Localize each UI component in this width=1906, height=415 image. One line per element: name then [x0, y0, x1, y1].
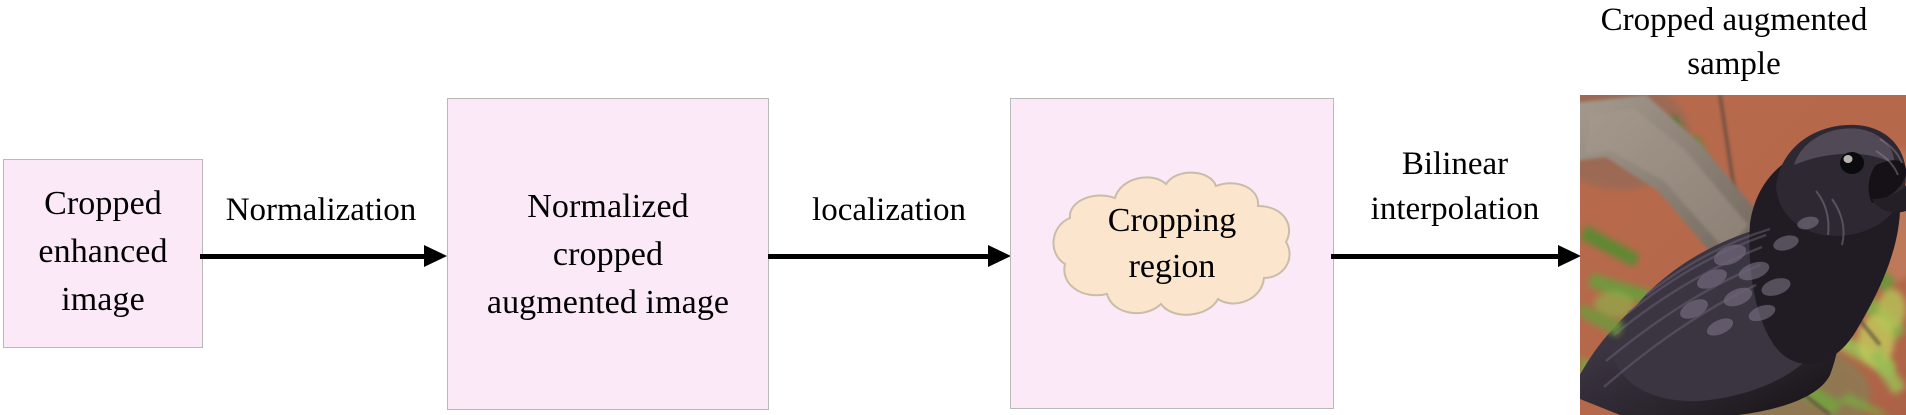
node-3-label: Cropping region: [1048, 198, 1296, 290]
photo-caption: Cropped augmented sample: [1562, 0, 1906, 86]
node-cropped-augmented-sample-image[interactable]: [1580, 95, 1906, 415]
arrow-shaft: [1331, 254, 1559, 259]
node-1-label: Cropped enhanced image: [4, 180, 202, 324]
cloud-shape[interactable]: Cropping region: [1048, 168, 1296, 323]
node-1-line-3: image: [61, 281, 145, 318]
photo-caption-line-1: Cropped augmented: [1600, 2, 1868, 38]
arrow-shaft: [768, 254, 989, 259]
edge-localization-label: localization: [812, 192, 966, 228]
node-1-line-2: enhanced: [38, 233, 168, 270]
edge-localization-arrow: [768, 245, 1011, 267]
photo-caption-line-2: sample: [1687, 46, 1781, 82]
node-normalized-cropped-augmented-image[interactable]: Normalized cropped augmented image: [447, 98, 769, 410]
arrow-head-icon: [988, 245, 1011, 267]
edge-normalization-label: Normalization: [225, 192, 417, 228]
node-2-line-2: cropped: [552, 236, 664, 273]
edge-3-label-line-2: interpolation: [1370, 191, 1540, 227]
node-3-line-2: region: [1128, 248, 1216, 285]
edge-bilinear-interpolation-arrow: [1331, 245, 1581, 267]
arrow-shaft: [200, 254, 426, 259]
node-2-label: Normalized cropped augmented image: [448, 183, 768, 327]
arrow-head-icon: [1558, 245, 1581, 267]
edge-bilinear-interpolation-label: Bilinear interpolation: [1330, 142, 1580, 232]
node-2-line-3: augmented image: [486, 284, 730, 321]
node-1-line-1: Cropped: [44, 185, 162, 222]
edge-3-label-line-1: Bilinear: [1401, 146, 1509, 182]
node-3-line-1: Cropping: [1107, 202, 1237, 239]
edge-normalization-arrow: [200, 245, 447, 267]
node-2-line-1: Normalized: [527, 188, 689, 225]
node-cropped-enhanced-image[interactable]: Cropped enhanced image: [3, 159, 203, 348]
arrow-head-icon: [424, 245, 447, 267]
